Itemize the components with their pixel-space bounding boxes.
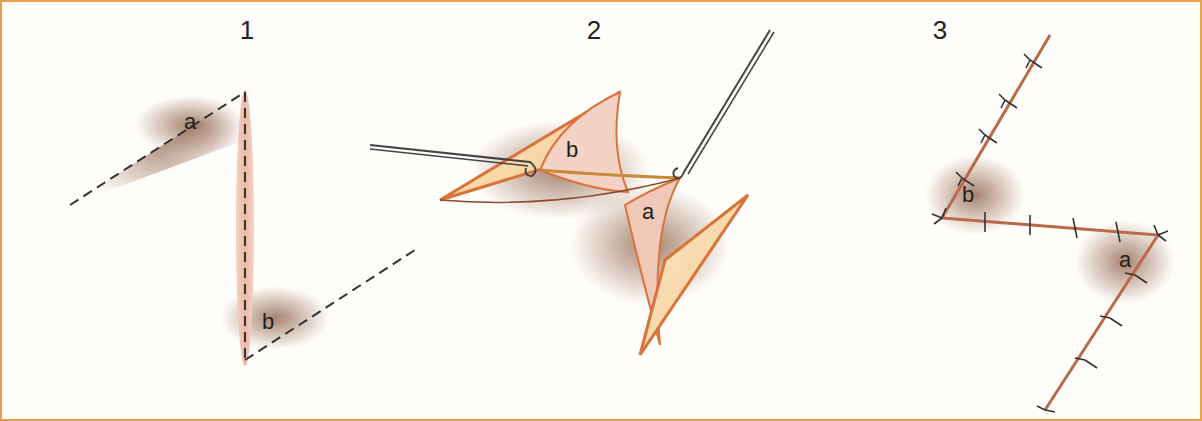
flap-letter: b [962, 184, 974, 206]
flap-letter: a [1119, 249, 1131, 271]
panel-three-sutured [925, 35, 1175, 412]
panel-two-flaps [370, 30, 774, 355]
flap-letter: b [262, 311, 274, 333]
flap-letter: a [184, 111, 196, 133]
flap-letter: a [642, 201, 654, 223]
flap-letter: b [566, 139, 578, 161]
panel-number: 2 [587, 17, 601, 43]
panel-number: 1 [240, 17, 254, 43]
panel-number: 3 [933, 17, 947, 43]
panel-one-incisions [70, 90, 415, 366]
